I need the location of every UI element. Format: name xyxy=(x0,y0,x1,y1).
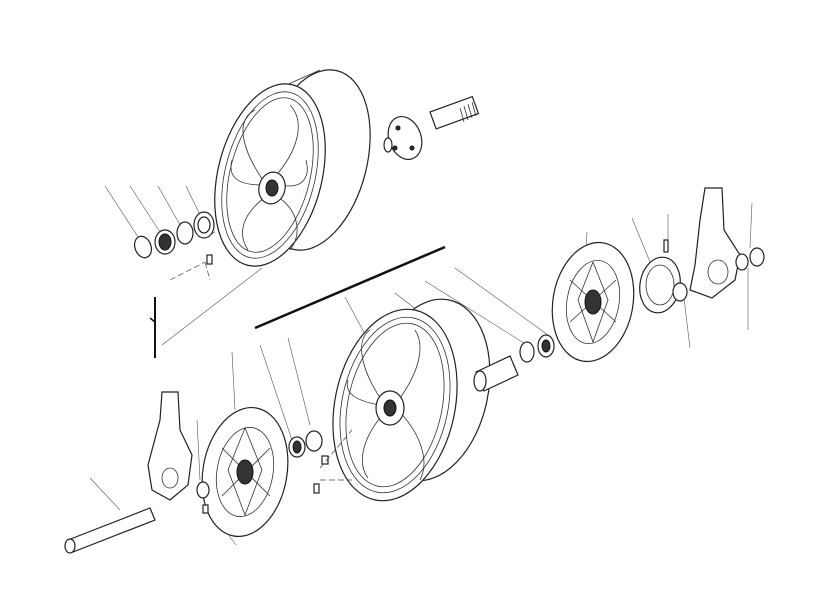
right-brake-disc xyxy=(551,241,635,363)
front-left-bearings xyxy=(288,429,353,494)
left-brake-disc xyxy=(201,406,289,538)
left-fork-axle xyxy=(64,391,210,554)
rear-wheel xyxy=(214,69,371,267)
front-spacer-bearings xyxy=(473,334,555,392)
right-fork-parts xyxy=(639,187,765,314)
rear-hub-shaft xyxy=(383,95,480,160)
rear-bearings xyxy=(133,211,215,265)
front-wheel xyxy=(332,298,491,502)
